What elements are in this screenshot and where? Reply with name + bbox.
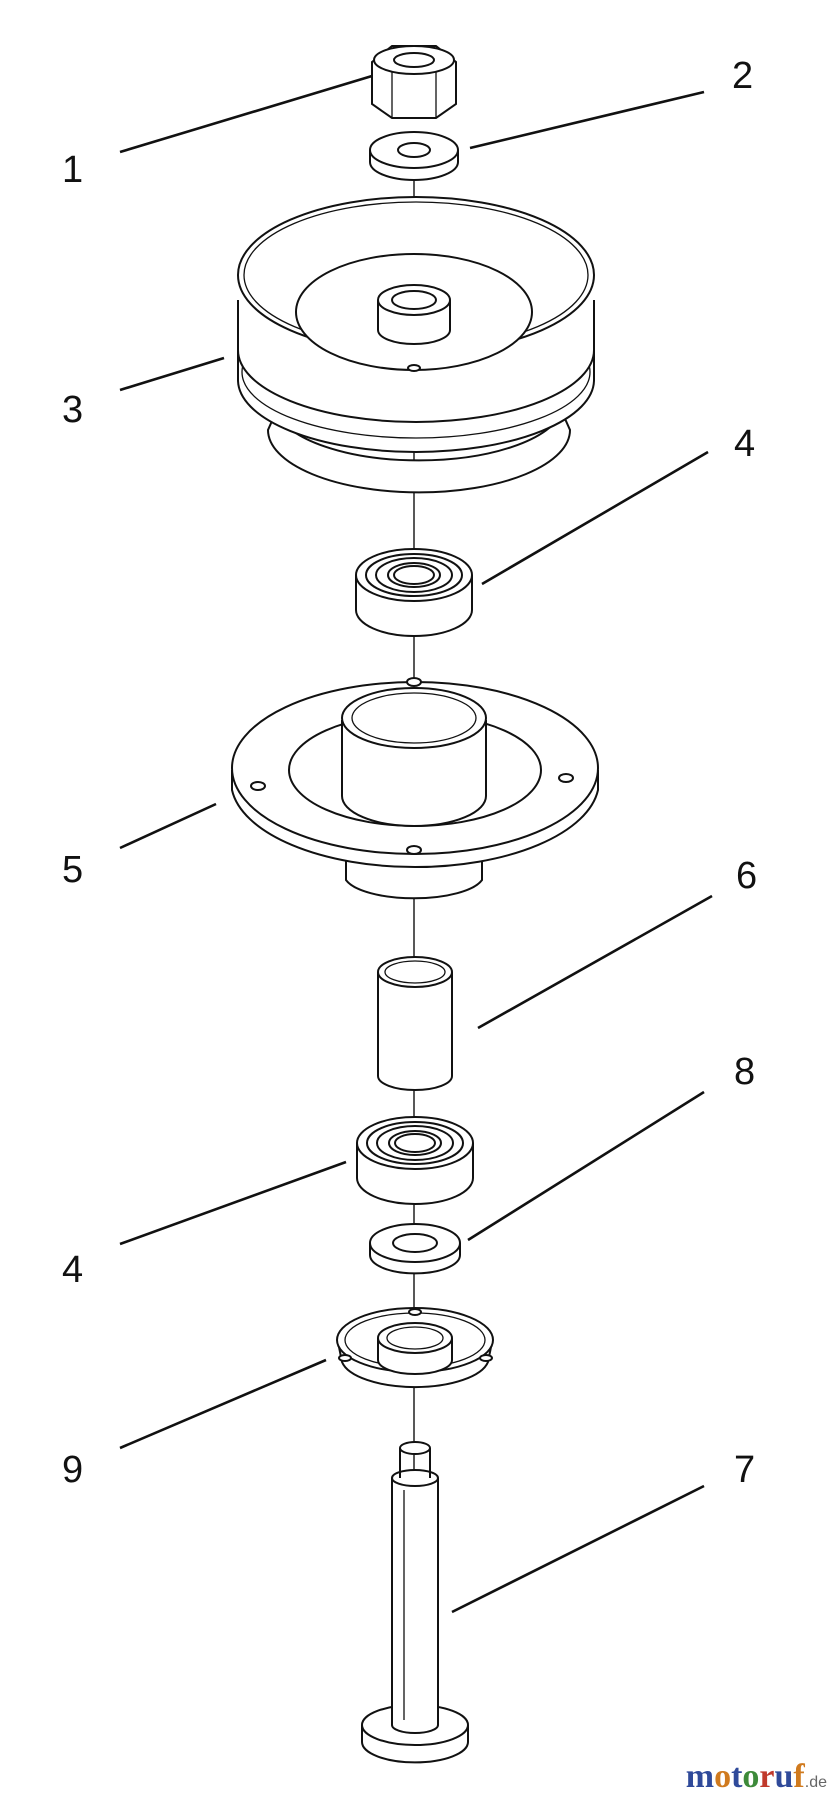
watermark-letter: u: [774, 1758, 794, 1795]
part-washer-8: [369, 1223, 461, 1275]
callout-3: 3: [62, 389, 83, 431]
watermark-letter: r: [759, 1758, 775, 1795]
leader-line-5: [119, 802, 217, 850]
leader-line-8: [467, 1090, 705, 1242]
callout-9: 9: [62, 1449, 83, 1491]
watermark-letter: m: [685, 1758, 715, 1795]
leader-line-1: [119, 74, 373, 154]
leader-line-4b: [119, 1160, 347, 1246]
watermark-wordmark: motoruf: [686, 1758, 805, 1795]
part-hex-nut: [371, 45, 457, 119]
watermark-letter: f: [793, 1758, 805, 1795]
callout-7: 7: [734, 1449, 755, 1491]
part-bearing-lower: [356, 1116, 474, 1205]
leader-line-4a: [481, 450, 709, 586]
watermark-suffix: .de: [804, 1774, 827, 1791]
callout-4-lower: 4: [62, 1249, 83, 1291]
callout-4-upper: 4: [734, 423, 755, 465]
watermark-letter: o: [714, 1758, 732, 1795]
part-seal-cup: [336, 1307, 494, 1389]
callout-5: 5: [62, 849, 83, 891]
leader-line-2: [469, 90, 705, 150]
callout-2: 2: [732, 55, 753, 97]
leader-line-3: [119, 356, 225, 392]
leader-line-7: [451, 1484, 705, 1614]
part-pulley: [237, 196, 595, 494]
callout-8: 8: [734, 1051, 755, 1093]
part-washer-2: [369, 131, 459, 181]
part-spindle-housing: [231, 677, 599, 900]
watermark-letter: o: [742, 1758, 760, 1795]
leader-line-9: [119, 1358, 327, 1450]
callout-1: 1: [62, 149, 83, 191]
callout-6: 6: [736, 855, 757, 897]
part-spacer-tube: [377, 956, 453, 1091]
watermark-letter: t: [731, 1758, 743, 1795]
leader-line-6: [477, 894, 713, 1030]
part-spindle-shaft: [361, 1441, 469, 1764]
part-bearing-upper: [355, 548, 473, 637]
watermark-logo: motoruf.de: [686, 1758, 827, 1796]
